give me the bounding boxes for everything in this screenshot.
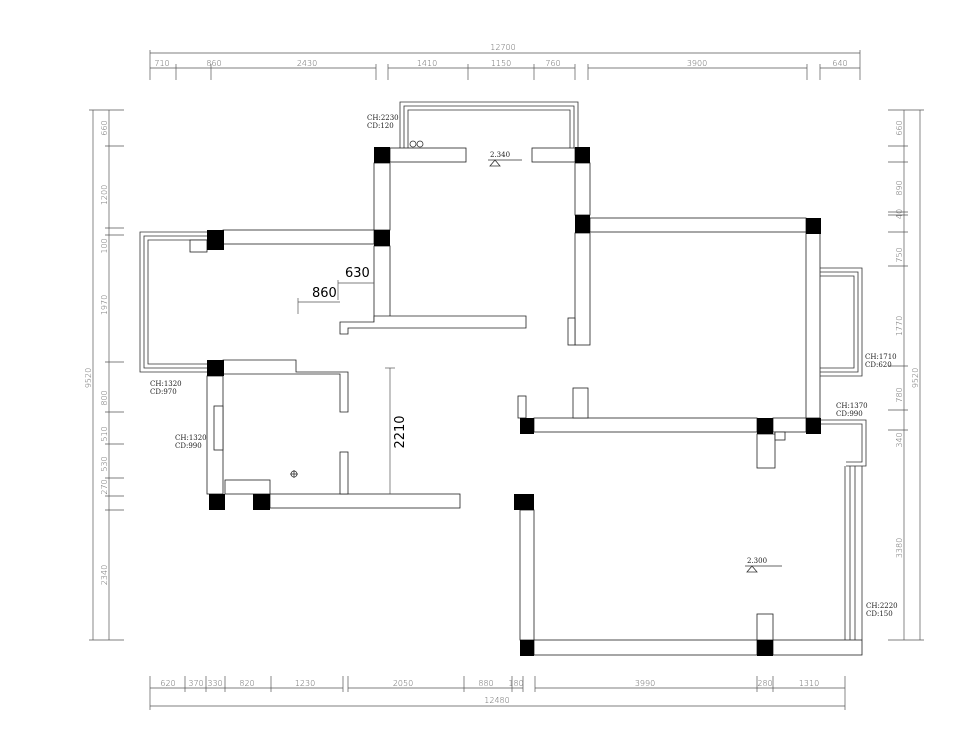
right-dim-8: 3380 xyxy=(895,538,904,558)
drain-icon xyxy=(290,470,298,478)
bottom-dim-9: 3990 xyxy=(635,679,655,688)
bottom-dim-8: 180 xyxy=(508,679,523,688)
right-dim-6: 780 xyxy=(895,387,904,402)
dim-630: 630 xyxy=(345,266,370,281)
svg-text:CD:120: CD:120 xyxy=(367,122,394,130)
left-dim-8: 270 xyxy=(100,479,109,494)
left-dim-9: 2340 xyxy=(100,565,109,585)
dim-860: 860 xyxy=(312,286,337,301)
level-marker-top: 2.340 xyxy=(488,151,522,167)
svg-text:CD:970: CD:970 xyxy=(150,388,177,396)
pillars xyxy=(207,147,821,656)
interior-dimensions: 630 860 2210 xyxy=(297,266,408,494)
svg-text:CH:1710: CH:1710 xyxy=(865,353,897,361)
bottom-dim-2: 370 xyxy=(188,679,203,688)
svg-text:CD:990: CD:990 xyxy=(836,410,863,418)
top-dim-6: 760 xyxy=(545,59,560,68)
right-total: 9520 xyxy=(911,368,920,388)
bottom-dim-5: 1230 xyxy=(295,679,315,688)
left-dimensions: 660 1200 100 1970 800 510 530 270 2340 9… xyxy=(84,109,124,641)
left-dim-4: 1970 xyxy=(100,295,109,315)
dim-2210: 2210 xyxy=(393,415,408,448)
bottom-dim-10: 280 xyxy=(757,679,772,688)
bottom-dimensions: 620 370 330 820 1230 2050 880 180 3990 2… xyxy=(149,676,846,710)
top-total: 12700 xyxy=(490,43,515,52)
level-marker-bottom: 2.300 xyxy=(745,557,782,573)
left-dim-3: 100 xyxy=(100,238,109,253)
top-dim-3: 2430 xyxy=(297,59,317,68)
svg-text:CD:620: CD:620 xyxy=(865,361,892,369)
right-dim-5: 1770 xyxy=(895,316,904,336)
right-dim-2: 890 xyxy=(895,180,904,195)
left-dim-2: 1200 xyxy=(100,185,109,205)
svg-text:CH:2230: CH:2230 xyxy=(367,114,399,122)
right-dimensions: 660 890 40 750 1770 780 340 3380 9520 xyxy=(888,109,924,641)
left-dim-5: 800 xyxy=(100,390,109,405)
left-total: 9520 xyxy=(84,368,93,388)
right-dim-7: 340 xyxy=(895,432,904,447)
svg-text:CD:990: CD:990 xyxy=(175,442,202,450)
top-dim-7: 3900 xyxy=(687,59,707,68)
left-dim-6: 510 xyxy=(100,426,109,441)
svg-text:CD:150: CD:150 xyxy=(866,610,893,618)
fixture-icon xyxy=(409,140,417,148)
top-dim-8: 640 xyxy=(832,59,847,68)
svg-text:2.340: 2.340 xyxy=(490,151,510,159)
bottom-dim-6: 2050 xyxy=(393,679,413,688)
bottom-dim-3: 330 xyxy=(207,679,222,688)
bottom-total: 12480 xyxy=(484,696,509,705)
top-dim-4: 1410 xyxy=(417,59,437,68)
top-dim-2: 860 xyxy=(206,59,221,68)
top-dim-5: 1150 xyxy=(491,59,511,68)
bottom-dim-7: 880 xyxy=(478,679,493,688)
svg-text:CH:1320: CH:1320 xyxy=(175,434,207,442)
fixture-icon xyxy=(416,140,424,148)
svg-text:CH:2220: CH:2220 xyxy=(866,602,898,610)
svg-text:CH:1320: CH:1320 xyxy=(150,380,182,388)
right-dim-1: 660 xyxy=(895,120,904,135)
right-dim-3: 40 xyxy=(895,209,904,219)
svg-text:CH:1370: CH:1370 xyxy=(836,402,868,410)
right-dim-4: 750 xyxy=(895,247,904,262)
bottom-dim-1: 620 xyxy=(160,679,175,688)
svg-text:2.300: 2.300 xyxy=(747,557,767,565)
left-dim-7: 530 xyxy=(100,456,109,471)
top-dim-1: 710 xyxy=(154,59,169,68)
top-dimensions: 12700 710 860 2430 1410 1150 760 3900 64… xyxy=(149,43,861,80)
bottom-dim-11: 1310 xyxy=(799,679,819,688)
left-dim-1: 660 xyxy=(100,120,109,135)
bottom-dim-4: 820 xyxy=(239,679,254,688)
